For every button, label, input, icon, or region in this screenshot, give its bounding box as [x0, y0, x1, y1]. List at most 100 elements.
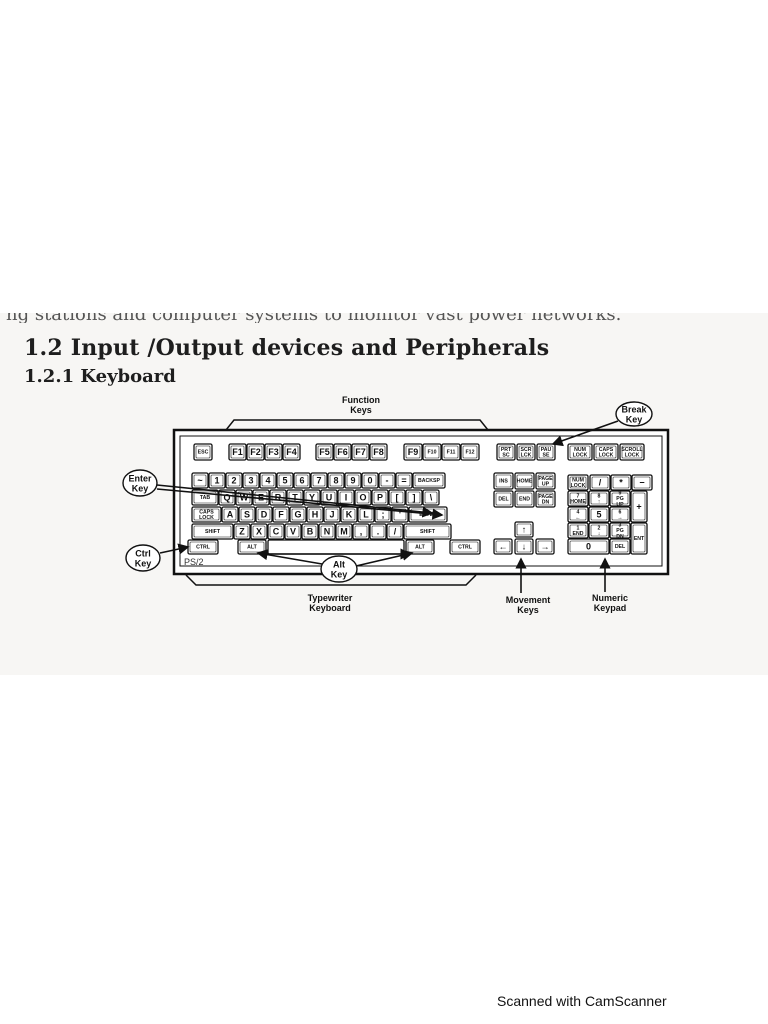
svg-text:B: B — [307, 527, 314, 537]
svg-text:CAPS: CAPS — [199, 509, 214, 515]
svg-text:→: → — [541, 542, 550, 552]
key-f11: F11 — [441, 443, 461, 461]
svg-text:PRT: PRT — [501, 447, 512, 453]
key-kp-plus: + — [630, 490, 648, 523]
svg-text:DEL: DEL — [615, 544, 626, 550]
svg-text:SHIFT: SHIFT — [205, 529, 221, 535]
svg-text:\: \ — [430, 493, 433, 503]
key-ralt: ALT — [405, 539, 435, 555]
svg-text:↑: ↑ — [598, 499, 601, 505]
key-s: S — [238, 506, 256, 523]
key-tilde: ~ — [191, 472, 209, 489]
key-down: ↓ — [514, 538, 534, 555]
key-f4: F4 — [282, 443, 301, 461]
key-c: C — [267, 523, 285, 540]
svg-text:SC: SC — [502, 453, 509, 459]
svg-text:H: H — [312, 510, 319, 520]
svg-text:F1: F1 — [232, 447, 243, 457]
key-rshift: SHIFT — [403, 523, 452, 540]
key-a: A — [221, 506, 239, 523]
break-key-arrow — [551, 420, 619, 447]
svg-text:ALT: ALT — [415, 545, 426, 551]
key-f8: F8 — [369, 443, 388, 461]
svg-text:F5: F5 — [319, 447, 330, 457]
function-keys-bracket — [225, 419, 489, 431]
key-n0: 0 — [361, 472, 379, 489]
svg-text:V: V — [290, 527, 296, 537]
svg-text:Z: Z — [239, 527, 245, 537]
key-minus: - — [378, 472, 396, 489]
svg-text:~: ~ — [197, 476, 202, 486]
cut-off-text: ng stations and computer systems to moni… — [0, 313, 768, 323]
svg-text:F3: F3 — [268, 447, 279, 457]
key-f1: F1 — [228, 443, 247, 461]
svg-text:Key: Key — [132, 484, 149, 494]
key-n9: 9 — [344, 472, 362, 489]
svg-text:ENT: ENT — [634, 536, 645, 542]
key-i: I — [337, 489, 355, 506]
key-n4: 4 — [259, 472, 277, 489]
svg-text:7: 7 — [577, 493, 580, 499]
svg-text:ALT: ALT — [247, 545, 258, 551]
key-n5: 5 — [276, 472, 294, 489]
svg-text:Key: Key — [626, 415, 643, 425]
key-kp-div: / — [589, 474, 611, 491]
svg-text:Alt: Alt — [333, 560, 345, 570]
svg-text:2: 2 — [598, 525, 601, 531]
key-equals: = — [395, 472, 413, 489]
key-n2: 2 — [225, 472, 243, 489]
svg-text:INS: INS — [499, 479, 508, 485]
key-home: HOME — [514, 472, 535, 490]
svg-text:Typewriter: Typewriter — [308, 593, 353, 603]
svg-text:LOCK: LOCK — [599, 453, 614, 459]
svg-text:NUM: NUM — [574, 447, 586, 453]
key-f5: F5 — [315, 443, 334, 461]
key-v: V — [284, 523, 302, 540]
key-n3: 3 — [242, 472, 260, 489]
svg-text:LOCK: LOCK — [573, 453, 588, 459]
subsection-heading: 1.2.1 Keyboard — [24, 366, 176, 387]
svg-text:=: = — [401, 476, 406, 486]
svg-text:8: 8 — [333, 476, 338, 486]
svg-text:PAGE: PAGE — [538, 476, 553, 482]
key-n1: 1 — [208, 472, 226, 489]
svg-text:F8: F8 — [373, 447, 384, 457]
key-f7: F7 — [351, 443, 370, 461]
svg-text:6: 6 — [299, 476, 304, 486]
svg-text:Key: Key — [331, 570, 348, 580]
svg-text:,: , — [360, 527, 363, 537]
svg-text:NUM: NUM — [572, 477, 584, 483]
svg-text:E: E — [258, 493, 264, 503]
key-kp8: 8↑ — [588, 490, 610, 507]
svg-text:SHIFT: SHIFT — [420, 529, 436, 535]
svg-text:U: U — [326, 493, 333, 503]
svg-text:N: N — [324, 527, 331, 537]
key-n8: 8 — [327, 472, 345, 489]
key-kp0: 0 — [567, 538, 610, 555]
svg-text:]: ] — [413, 493, 416, 503]
key-backslash: \ — [422, 489, 440, 506]
svg-text:L: L — [363, 510, 369, 520]
svg-text:6: 6 — [619, 509, 622, 515]
key-n7: 7 — [310, 472, 328, 489]
svg-text:Break: Break — [621, 405, 647, 415]
key-n: N — [318, 523, 336, 540]
svg-text:←: ← — [575, 515, 580, 521]
key-p: P — [371, 489, 389, 506]
key-kp-del: DEL — [609, 538, 631, 555]
key-kp6: 6→ — [609, 506, 631, 523]
svg-text:CTRL: CTRL — [196, 545, 211, 551]
spacebar — [267, 539, 405, 555]
svg-text:TAB: TAB — [200, 495, 211, 501]
key-lctrl: CTRL — [187, 539, 219, 555]
svg-text:+: + — [636, 502, 641, 512]
svg-text:PG: PG — [616, 528, 624, 534]
svg-text:CTRL: CTRL — [458, 545, 473, 551]
